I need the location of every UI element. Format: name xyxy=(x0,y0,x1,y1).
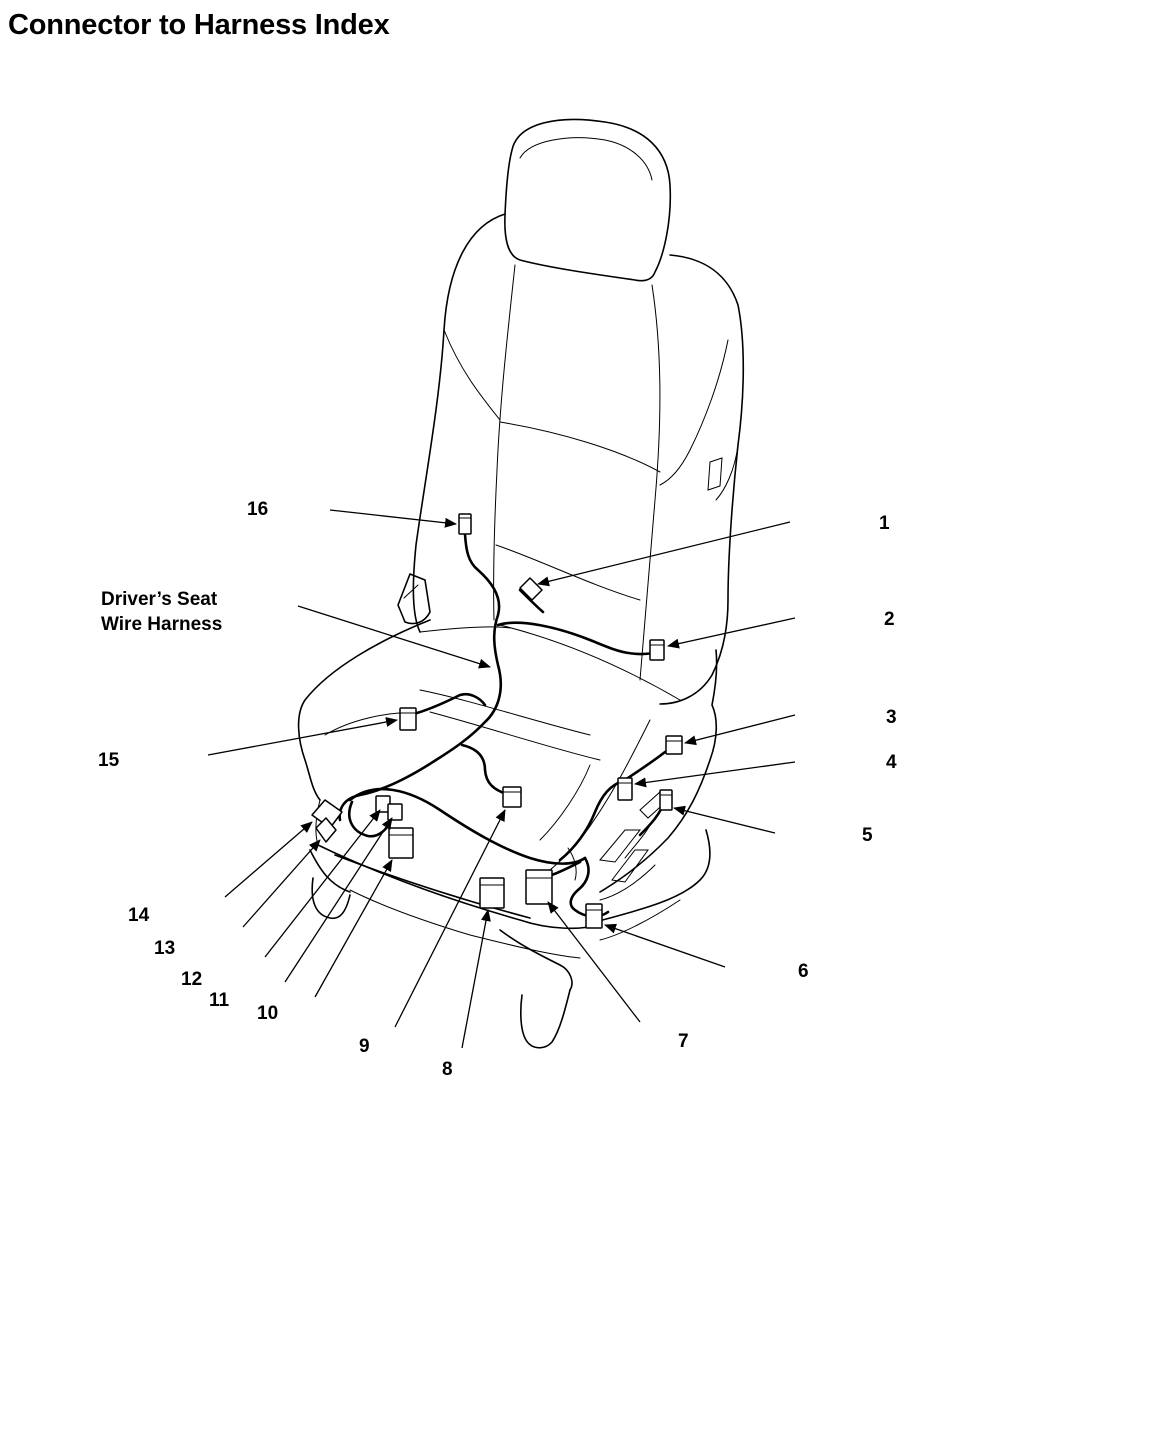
leader-lines xyxy=(207,509,796,1049)
connector-16 xyxy=(458,513,472,535)
connector-11 xyxy=(387,803,403,821)
leader-11 xyxy=(284,817,393,983)
connector-1 xyxy=(519,577,543,601)
callout-2: 2 xyxy=(884,609,895,630)
leader-14 xyxy=(224,821,313,898)
connector-4 xyxy=(617,777,633,801)
connector-7 xyxy=(525,869,553,905)
callout-13: 13 xyxy=(154,938,175,959)
callout-10: 10 xyxy=(257,1003,278,1024)
callout-1: 1 xyxy=(879,513,890,534)
leader-harness xyxy=(297,605,491,669)
callout-15: 15 xyxy=(98,750,120,771)
callout-6: 6 xyxy=(798,961,809,982)
seat-illustration xyxy=(297,118,745,1049)
callout-9: 9 xyxy=(359,1036,370,1057)
leader-3 xyxy=(684,714,796,746)
connector-5 xyxy=(659,789,673,811)
leader-12 xyxy=(264,809,381,958)
callout-4: 4 xyxy=(886,752,897,773)
page-title: Connector to Harness Index xyxy=(8,9,390,41)
leader-15 xyxy=(207,717,398,756)
headrest xyxy=(504,118,672,282)
leader-1 xyxy=(537,521,791,587)
seat-base xyxy=(309,791,711,1049)
leader-10 xyxy=(314,859,393,998)
connector-9 xyxy=(502,786,522,808)
connector-14 xyxy=(311,799,343,843)
leader-5 xyxy=(673,805,776,834)
seatback xyxy=(412,213,745,705)
seat-cushion xyxy=(297,619,718,893)
leader-7 xyxy=(547,901,641,1023)
leader-6 xyxy=(604,923,726,968)
callout-labels: 16 1 2 3 4 5 6 7 8 9 10 11 12 13 14 15 xyxy=(98,499,897,1080)
callout-8: 8 xyxy=(442,1059,453,1080)
callout-3: 3 xyxy=(886,707,897,728)
connector-6 xyxy=(585,903,603,929)
connector-2 xyxy=(649,639,665,661)
connectors xyxy=(311,513,683,929)
connector-3 xyxy=(665,735,683,755)
leader-4 xyxy=(634,761,796,788)
leader-9 xyxy=(394,809,506,1028)
recliner-lever xyxy=(397,573,431,625)
callout-7: 7 xyxy=(678,1031,689,1052)
harness-label: Driver’s Seat Wire Harness xyxy=(101,589,222,635)
wire-harness xyxy=(338,532,667,918)
callout-11: 11 xyxy=(209,990,230,1011)
leader-2 xyxy=(667,617,796,649)
leader-8 xyxy=(461,909,491,1049)
leader-13 xyxy=(242,839,321,928)
callout-16: 16 xyxy=(247,499,268,520)
callout-12: 12 xyxy=(181,969,202,990)
harness-label-line2: Wire Harness xyxy=(101,614,222,635)
harness-label-line1: Driver’s Seat xyxy=(101,589,218,610)
connector-10 xyxy=(388,827,414,859)
connector-15 xyxy=(399,707,417,731)
callout-5: 5 xyxy=(862,825,873,846)
leader-16 xyxy=(329,509,457,528)
connector-8 xyxy=(479,877,505,909)
callout-14: 14 xyxy=(128,905,150,926)
